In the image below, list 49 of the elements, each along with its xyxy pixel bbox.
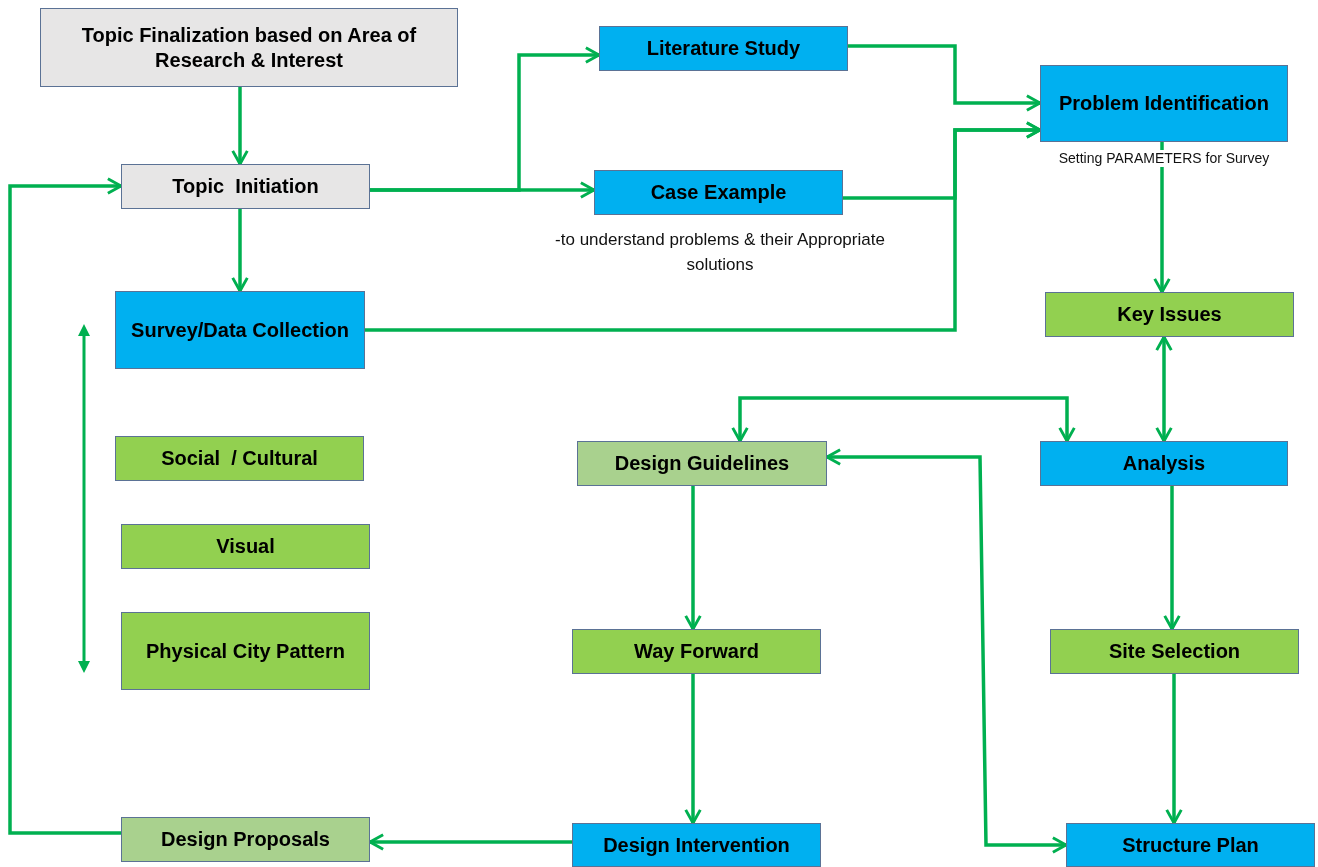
process-box — [594, 170, 843, 215]
process-box — [121, 164, 370, 209]
node-label: Structure Plan — [1122, 832, 1259, 858]
node-label: Analysis — [1122, 451, 1206, 476]
process-box — [572, 823, 821, 867]
node-label: Case Example — [650, 180, 787, 205]
category-box — [121, 612, 370, 690]
arrow — [731, 396, 1076, 443]
process-box — [1066, 823, 1315, 867]
process-box — [1040, 441, 1288, 486]
arrow — [370, 181, 596, 199]
process-box — [40, 8, 458, 87]
node-label: Design Guidelines — [614, 451, 790, 476]
node-label: Design Intervention — [603, 832, 790, 858]
node-label: Problem Identification — [1059, 91, 1269, 116]
process-box — [1040, 65, 1288, 142]
process-box — [121, 817, 370, 862]
node-label: Site Selection — [1108, 639, 1241, 664]
node-label: Topic Initiation — [172, 174, 319, 199]
node-label: Design Proposals — [161, 827, 330, 852]
process-box — [599, 26, 848, 71]
node-label: Topic Finalization based on Area of Research & Interest — [80, 22, 418, 73]
arrow — [1153, 142, 1171, 294]
arrow — [231, 87, 249, 166]
node-label: Survey/Data Collection — [131, 317, 349, 343]
arrow — [231, 209, 249, 293]
arrow — [825, 448, 1068, 854]
node-label: Key Issues — [1117, 302, 1222, 327]
arrow — [684, 486, 702, 631]
arrow — [1155, 335, 1173, 443]
node-label: Visual — [216, 534, 275, 559]
arrow — [1163, 486, 1181, 631]
process-box — [115, 291, 365, 369]
process-box — [577, 441, 827, 486]
node-label: Way Forward — [634, 639, 759, 664]
category-box — [121, 524, 370, 569]
category-box — [1045, 292, 1294, 337]
arrow — [1165, 674, 1183, 825]
node-label: Literature Study — [646, 36, 801, 61]
arrow — [368, 833, 572, 851]
arrow — [848, 44, 1042, 112]
category-box — [572, 629, 821, 674]
arrow — [684, 674, 702, 825]
arrow — [8, 177, 123, 835]
category-box — [1050, 629, 1299, 674]
node-label: Social / Cultural — [161, 446, 318, 471]
node-label: Physical City Pattern — [146, 638, 345, 664]
category-box — [115, 436, 364, 481]
arrow — [365, 121, 1042, 332]
